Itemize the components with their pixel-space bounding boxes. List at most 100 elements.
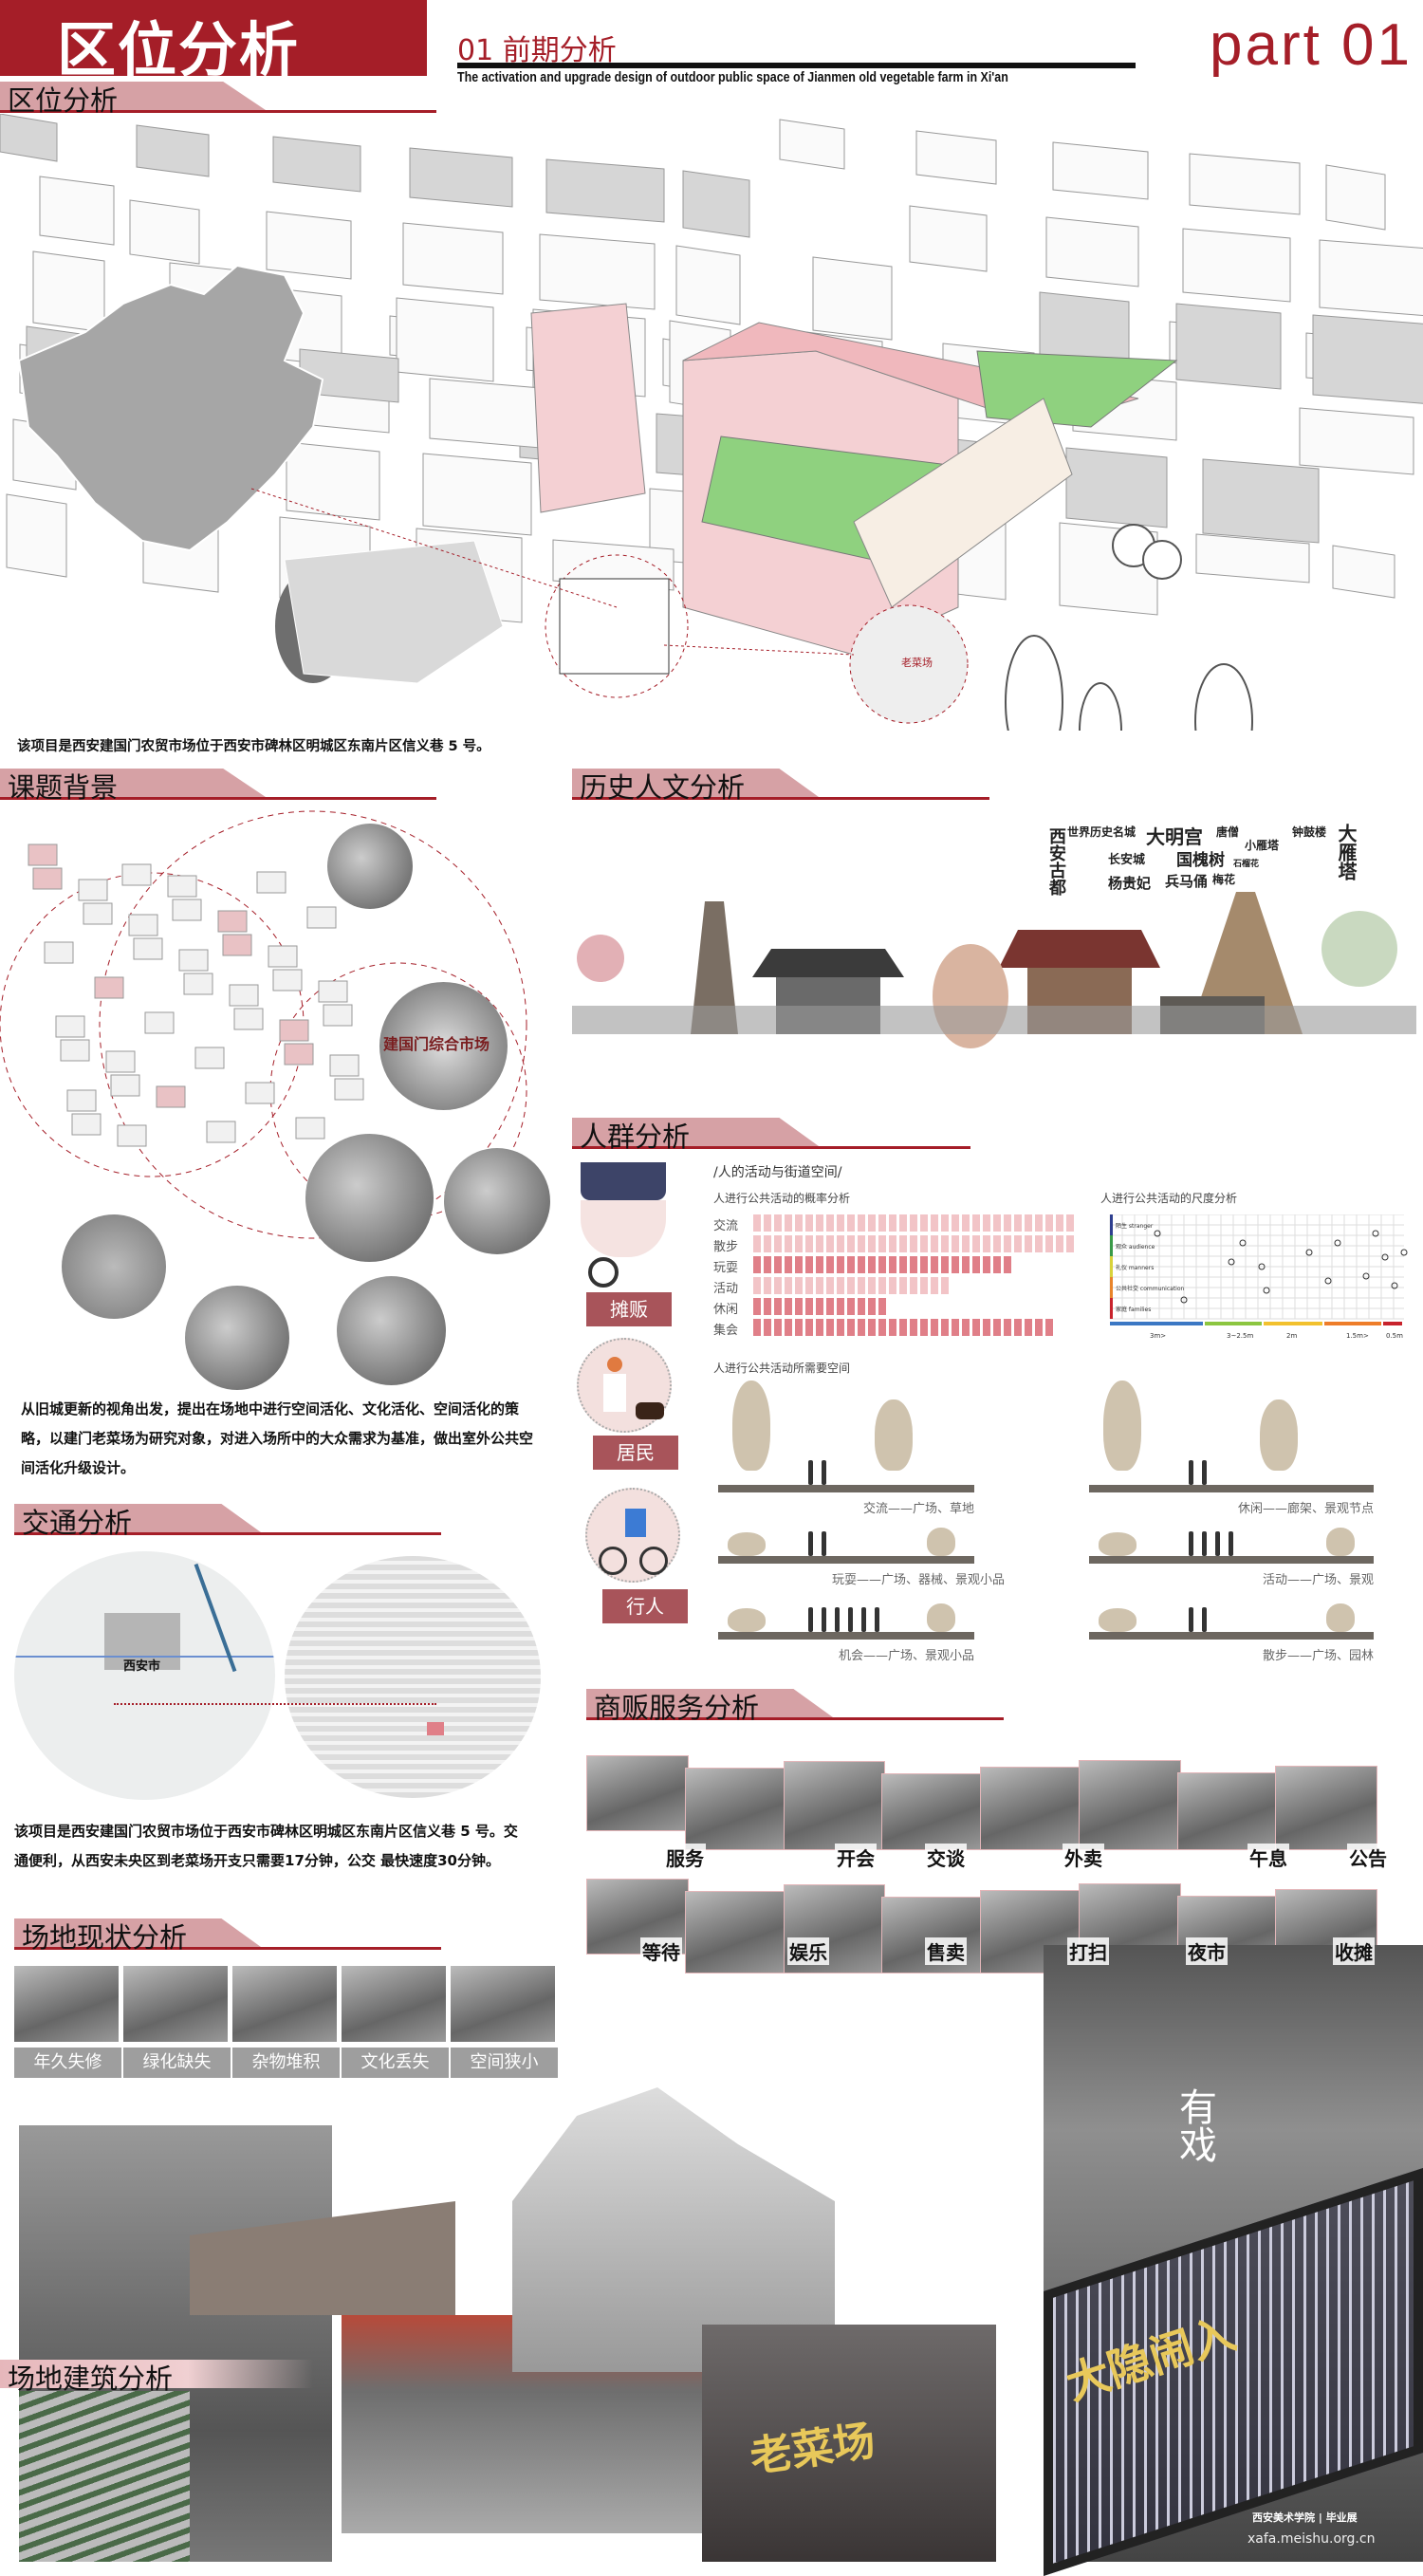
person-silhouette <box>807 1460 813 1485</box>
bar-segment <box>983 1214 990 1232</box>
history-keyword: 钟鼓楼 <box>1292 825 1327 839</box>
history-keyword: 世界历史名城 <box>1067 825 1137 839</box>
model-block <box>105 1050 136 1073</box>
person-marker <box>1228 1258 1235 1266</box>
person-marker <box>1305 1249 1313 1256</box>
bar-segment <box>1045 1235 1053 1252</box>
bar-segment <box>878 1235 886 1252</box>
status-label: 文化丢失 <box>342 2048 449 2078</box>
photo-circle <box>444 1148 550 1254</box>
bar-segment <box>753 1319 761 1336</box>
model-block <box>117 1124 147 1147</box>
context-building <box>1332 545 1395 599</box>
ground-line <box>1089 1485 1374 1492</box>
bar-segment <box>764 1256 771 1273</box>
market-sign: 老菜场 <box>747 2417 878 2482</box>
context-building <box>1319 239 1423 316</box>
person-marker <box>1362 1272 1370 1280</box>
history-keyword: 梅花 <box>1212 873 1236 886</box>
model-block <box>194 1047 225 1069</box>
bar-segment <box>1045 1214 1053 1232</box>
english-subtitle: The activation and upgrade design of out… <box>457 70 1008 85</box>
resident-dress <box>603 1374 626 1412</box>
tree-icon <box>875 1399 913 1471</box>
bar-segment <box>889 1256 896 1273</box>
bar-segment <box>899 1235 907 1252</box>
history-keyword: 小雁塔 <box>1245 839 1280 852</box>
model-block <box>279 1019 309 1042</box>
ground-line <box>718 1632 974 1640</box>
context-building <box>409 147 513 208</box>
page-title: 区位分析 <box>57 15 301 84</box>
photo-circle <box>327 824 413 909</box>
model-block <box>44 941 74 964</box>
dog-icon <box>636 1402 664 1419</box>
bar-segment <box>993 1214 1001 1232</box>
bar-segment <box>837 1256 844 1273</box>
distance-band <box>1383 1322 1402 1325</box>
model-block <box>78 879 108 901</box>
map-link-line <box>114 1703 436 1705</box>
person-marker <box>1334 1239 1341 1247</box>
old-city-block <box>104 1613 180 1670</box>
site-marker <box>427 1722 444 1735</box>
bar-segment <box>805 1235 813 1252</box>
model-block <box>229 984 259 1007</box>
context-building <box>272 136 361 193</box>
space-caption: 散步——广场、园林 <box>1262 1649 1374 1663</box>
pink-building-left <box>530 303 646 513</box>
model-block <box>156 1085 186 1108</box>
collage-base <box>572 1006 1416 1034</box>
bar-segment <box>847 1298 855 1315</box>
bar-segment <box>774 1256 782 1273</box>
person-silhouette <box>1202 1531 1207 1556</box>
bar-segment <box>774 1235 782 1252</box>
context-building <box>0 114 58 162</box>
bar-segment <box>920 1319 928 1336</box>
legend-swatch <box>1110 1298 1113 1319</box>
tree-icon <box>1103 1381 1141 1471</box>
bar-segment <box>962 1214 970 1232</box>
bar-segment <box>785 1214 792 1232</box>
bar-segment <box>837 1277 844 1294</box>
space-caption: 机会——广场、景观小品 <box>838 1649 974 1663</box>
model-block <box>323 1004 353 1027</box>
theatre-sign: 有戏 <box>1173 2087 1216 2163</box>
shrub-icon <box>1099 1532 1137 1556</box>
context-building <box>1052 141 1149 200</box>
model-block <box>121 863 152 886</box>
bar-segment <box>889 1214 896 1232</box>
person-marker <box>1391 1282 1398 1289</box>
prob-row-label: 活动 <box>713 1282 739 1296</box>
bar-segment <box>899 1319 907 1336</box>
prob-row-label: 集会 <box>713 1324 739 1338</box>
bar-segment <box>826 1235 834 1252</box>
bar-segment <box>972 1235 980 1252</box>
ground-line <box>1089 1556 1374 1564</box>
context-building <box>32 250 105 333</box>
bar-segment <box>785 1277 792 1294</box>
bar-segment <box>1025 1214 1032 1232</box>
district-map <box>285 1556 541 1798</box>
old-market-entrance-photo: 老菜场 <box>702 2325 996 2562</box>
bar-segment <box>1025 1319 1032 1336</box>
bar-segment <box>899 1256 907 1273</box>
bar-segment <box>826 1277 834 1294</box>
status-label: 杂物堆积 <box>232 2048 340 2078</box>
context-building <box>545 158 665 223</box>
vendor-label: 午息 <box>1247 1844 1289 1871</box>
bar-segment <box>910 1235 917 1252</box>
model-block <box>222 934 252 956</box>
person-silhouette <box>821 1607 826 1632</box>
bar-segment <box>1004 1235 1011 1252</box>
space-title: 人进行公共活动所需要空间 <box>713 1362 851 1375</box>
bar-segment <box>805 1277 813 1294</box>
bar-segment <box>805 1319 813 1336</box>
bar-segment <box>795 1319 803 1336</box>
bar-segment <box>774 1298 782 1315</box>
distance-band <box>1110 1322 1203 1325</box>
cart-body <box>581 1200 666 1257</box>
distance-label: 2m <box>1286 1332 1297 1340</box>
person-marker <box>1324 1277 1332 1285</box>
legend-label: 陌生 stranger <box>1116 1222 1154 1230</box>
